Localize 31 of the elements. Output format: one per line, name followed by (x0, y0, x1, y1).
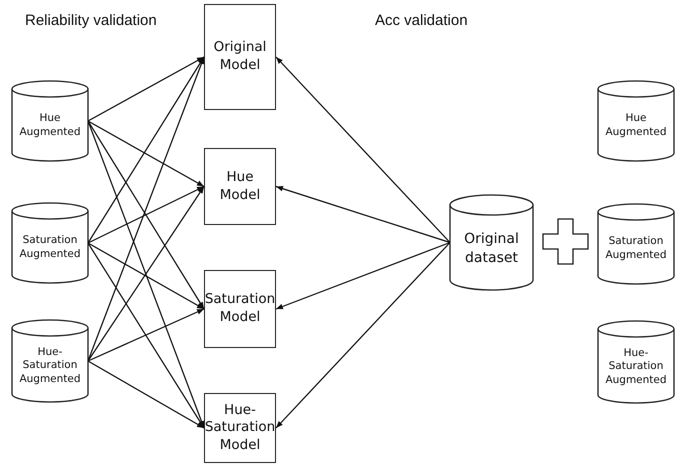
node-label: Hue- Saturation Model (204, 402, 276, 454)
model-box (204, 270, 276, 348)
node-label: Hue- Saturation Augmented (18, 346, 82, 386)
arrow (88, 186, 204, 362)
node-label: Hue Augmented (604, 112, 668, 140)
arrow (276, 186, 450, 244)
node-label: Saturation Augmented (18, 234, 82, 262)
arrow (88, 186, 204, 244)
node-label: Original Model (212, 39, 268, 75)
node-label: Original dataset (463, 230, 520, 267)
arrow (88, 242, 204, 310)
arrow (88, 242, 204, 428)
arrow (276, 242, 450, 310)
node-label: Hue- Saturation Augmented (604, 346, 668, 388)
node-label: Saturation Model (204, 291, 276, 327)
node-label: Saturation Augmented (604, 235, 668, 263)
arrow (88, 360, 204, 429)
arrow (276, 242, 450, 428)
arrow (87, 120, 205, 310)
node-label: Hue Model (218, 168, 262, 204)
model-box (204, 4, 276, 110)
node-label: Hue Augmented (18, 112, 82, 140)
section-heading: Acc validation (375, 12, 468, 29)
arrow (88, 120, 204, 188)
arrow (88, 56, 204, 244)
model-box (204, 393, 276, 463)
model-box (204, 148, 276, 225)
arrow (88, 308, 204, 362)
arrow (276, 56, 450, 243)
arrow (88, 56, 204, 122)
section-heading: Reliability validation (25, 12, 157, 29)
